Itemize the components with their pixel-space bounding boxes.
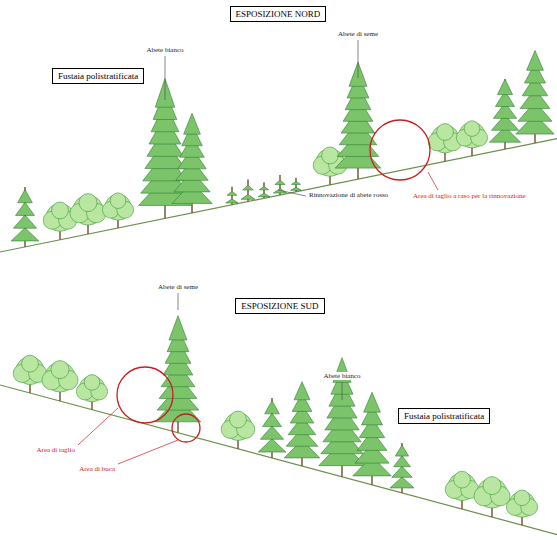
broadleaf-tree	[70, 194, 106, 235]
annotation-label: Abete di seme	[157, 283, 199, 291]
leader-line	[278, 190, 306, 196]
annotation-label: Rinnovazione di abete rosso	[308, 191, 389, 199]
annotation-label: Abete di seme	[337, 30, 379, 38]
conifer-tree	[258, 182, 270, 198]
conifer-tree	[11, 187, 39, 247]
conifer-tree	[258, 398, 286, 458]
annotation-label: Abete bianco	[322, 372, 361, 380]
leader-line	[118, 440, 178, 464]
title-box: Fustaia polistratificata	[52, 68, 144, 84]
box-label: Fustaia polistratificata	[58, 71, 138, 81]
annotation-label: Area di taglio	[36, 446, 77, 454]
conifer-tree	[390, 443, 414, 493]
cut-area-circle	[370, 120, 430, 180]
conifer-tree	[335, 62, 381, 179]
ground-line	[0, 385, 557, 535]
broadleaf-tree	[506, 490, 537, 525]
leader-line	[78, 408, 118, 445]
broadleaf-tree	[13, 355, 47, 393]
box-label: ESPOSIZIONE SUD	[241, 301, 318, 311]
broadleaf-tree	[221, 411, 255, 449]
cut-area-circle	[117, 367, 173, 423]
broadleaf-tree	[76, 375, 107, 410]
annotation-label: Abete bianco	[145, 46, 184, 54]
title-box: ESPOSIZIONE NORD	[230, 6, 327, 22]
broadleaf-tree	[474, 477, 510, 517]
conifer-tree	[353, 392, 391, 485]
conifer-tree	[155, 316, 201, 433]
broadleaf-tree	[456, 121, 487, 156]
conifer-tree	[241, 180, 255, 202]
broadleaf-tree	[42, 361, 78, 402]
annotation-label: Area di taglio a raso per la rinnovazion…	[412, 192, 527, 200]
leader-line	[165, 56, 166, 100]
broadleaf-tree	[102, 193, 133, 228]
conifer-tree	[489, 79, 520, 149]
title-box: Fustaia polistratificata	[398, 408, 490, 424]
conifer-tree	[516, 51, 554, 144]
box-label: ESPOSIZIONE NORD	[236, 9, 321, 19]
conifer-tree	[273, 175, 286, 195]
title-box: ESPOSIZIONE SUD	[235, 298, 324, 314]
broadleaf-tree	[428, 124, 462, 162]
conifer-tree	[284, 382, 320, 466]
leader-line	[358, 40, 359, 78]
cut-area-circle	[172, 414, 200, 442]
leader-line	[342, 382, 343, 400]
annotation-label: Area di buca	[78, 465, 116, 473]
conifer-tree	[226, 187, 238, 205]
leader-line	[428, 172, 438, 190]
box-label: Fustaia polistratificata	[404, 411, 484, 421]
conifer-tree	[290, 178, 301, 192]
broadleaf-tree	[445, 471, 479, 509]
ground-line	[0, 139, 557, 252]
leader-line	[178, 293, 179, 310]
conifer-tree	[172, 113, 212, 213]
